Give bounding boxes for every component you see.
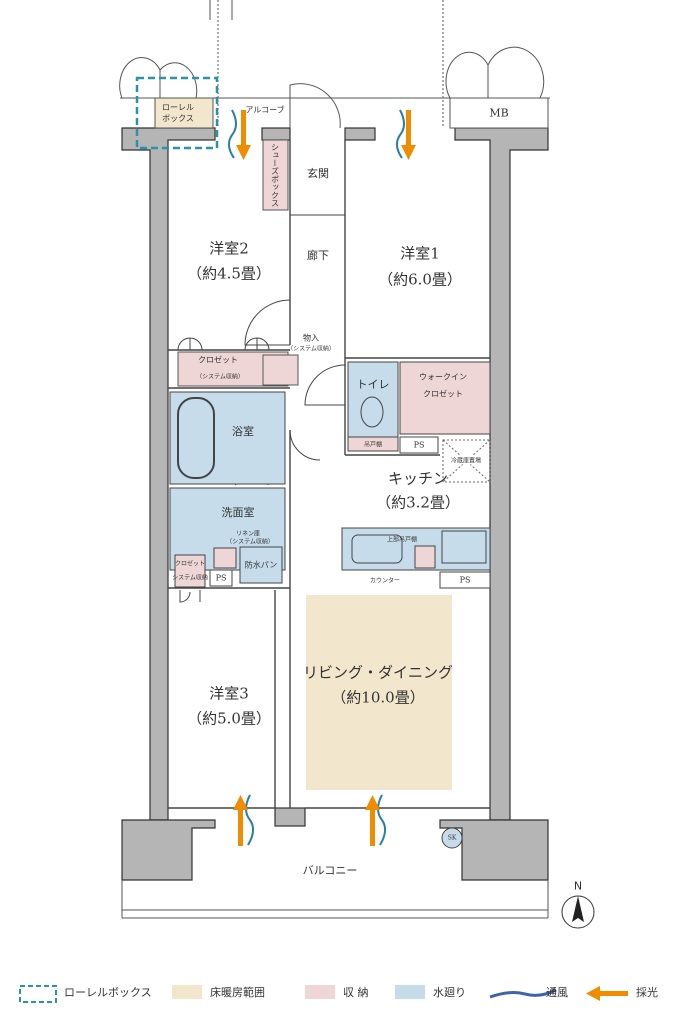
ps-label-2: PS: [459, 575, 471, 585]
closet-2-sub: （システム収納）: [196, 373, 244, 381]
waterproof-pan-label: 防水パン: [244, 560, 278, 570]
western-room-2-size: （約4.5畳）: [187, 264, 271, 283]
waterproof-pan: [239, 546, 283, 584]
sink: [351, 534, 403, 564]
linen-label: リネン庫: [235, 530, 261, 538]
western-room-1-size: （約6.0畳）: [378, 270, 462, 289]
legend-swatch: [395, 985, 425, 999]
bathtub: [177, 397, 215, 479]
legend-label: ローレルボックス: [64, 986, 152, 999]
legend-swatch: [172, 985, 202, 999]
fridge-space: [442, 439, 491, 483]
legend-label: 水廻り: [433, 986, 466, 999]
interior-walls: [168, 140, 490, 809]
balcony-label: バルコニー: [302, 864, 358, 877]
laurel-box-label: ローレル ボックス: [162, 103, 194, 123]
legend-daylight: 採光: [636, 984, 658, 1000]
wall-cabinet-label: 吊戸棚: [363, 441, 383, 449]
daylight-arrow-icons: [233, 110, 416, 846]
entrance-label: 玄関: [307, 167, 329, 180]
closet-3-sub: システム収納: [172, 574, 208, 582]
legend-swatch: [305, 985, 335, 999]
legend-light-icon: [586, 986, 628, 1001]
western-room-2-name: 洋室2: [209, 239, 249, 258]
wall-cabinet: [347, 436, 399, 452]
ps-box-1: [399, 436, 439, 454]
bath-label: 浴室: [232, 425, 254, 438]
storage: [262, 354, 299, 386]
sk-label: SK: [447, 834, 457, 842]
north-compass-icon: [561, 895, 595, 929]
legend-ventilation: 通風: [546, 984, 568, 1000]
legend-laurel-box: ローレルボックス: [64, 984, 152, 1000]
legend-floor-heating: 床暖房範囲: [172, 984, 265, 1000]
walk-in-label-2: クロゼット: [423, 389, 463, 399]
mb-label: MB: [489, 106, 509, 120]
alcove-label: アルコーブ: [245, 105, 285, 115]
closet-3: [174, 554, 206, 588]
legend-wind-icon: [489, 988, 557, 999]
ps-label-1: PS: [413, 440, 425, 450]
ps-label-3: PS: [215, 573, 227, 583]
ldk-size: （約10.0畳）: [331, 688, 425, 707]
linen-storage: [213, 547, 237, 569]
washroom-label: 洗面室: [221, 506, 255, 519]
ldk-name: リビング・ダイニング: [302, 663, 454, 682]
fridge-label: 冷蔵庫置場: [450, 455, 482, 465]
laurel-box-outline: [135, 76, 219, 150]
upper-cabinet: [414, 545, 436, 569]
ventilation-icons: [228, 109, 405, 846]
walk-in-label-1: ウォークイン: [419, 372, 467, 382]
shoes-box: [262, 139, 289, 211]
legend-label: 収 納: [343, 986, 369, 999]
sk-circle: [441, 827, 463, 849]
storage-label: 物入: [303, 333, 319, 343]
balcony-railing: [121, 880, 549, 919]
ps-box-3: [209, 569, 233, 587]
mb-box: [449, 97, 549, 129]
floor-heating-area: [306, 595, 452, 790]
western-room-3-name: 洋室3: [209, 684, 249, 703]
western-room-3-size: （約5.0畳）: [187, 709, 271, 728]
shoes-box-label: シューズボックス: [270, 143, 280, 207]
bath: [169, 391, 286, 485]
storage-sub: （システム収納）: [287, 345, 335, 353]
closet-2-label: クロゼット: [198, 355, 238, 365]
linen-sub: （システム収納）: [226, 538, 274, 546]
toilet-room: [347, 361, 399, 438]
western-room-1-name: 洋室1: [400, 244, 440, 263]
stove: [441, 530, 487, 564]
toilet-bowl: [360, 396, 384, 428]
legend-laurel-swatch: [19, 985, 57, 1003]
laurel-box-area: [154, 97, 214, 129]
legend-label: 床暖房範囲: [210, 986, 265, 999]
kitchen-name: キッチン: [387, 469, 449, 488]
ps-box-2: [439, 571, 491, 589]
legend-storage: 収 納: [305, 984, 369, 1000]
legend-label: 採光: [636, 986, 658, 999]
counter-label: カウンター: [369, 577, 401, 585]
legend-label: 通風: [546, 986, 568, 999]
legend-water: 水廻り: [395, 984, 466, 1000]
hallway-label: 廊下: [307, 249, 329, 262]
closet-3-label: クロゼット: [174, 560, 206, 568]
kitchen-size: （約3.2畳）: [376, 493, 460, 512]
toilet-label: トイレ: [356, 378, 390, 391]
compass-label: N: [573, 879, 583, 893]
walk-in-closet: [399, 361, 491, 435]
upper-cabinet-label: 上部吊戸棚: [386, 536, 418, 544]
